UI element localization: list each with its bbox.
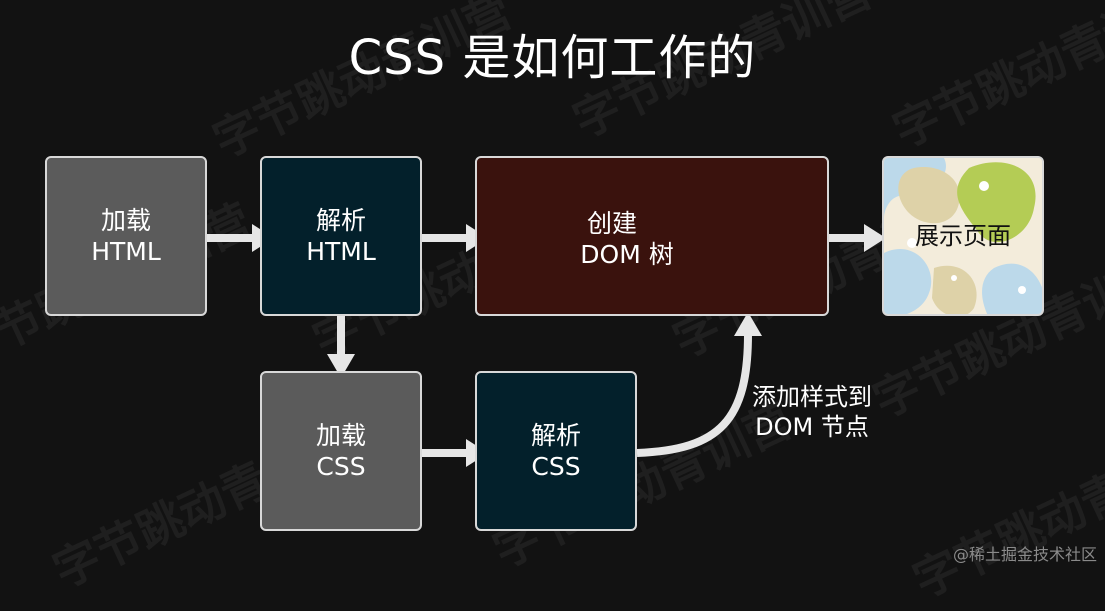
box-label: 解析 — [315, 206, 366, 235]
arrowhead — [327, 354, 355, 378]
create-dom-box: 创建 DOM 树 — [475, 156, 829, 316]
box-label: 创建 — [586, 209, 637, 238]
arrowhead — [734, 312, 762, 336]
box-label: HTML — [306, 237, 376, 266]
box-label: CSS — [531, 452, 581, 481]
credit-text: @稀土掘金技术社区 — [952, 545, 1097, 564]
parse-css-box: 解析 CSS — [475, 371, 637, 531]
decorative-pattern — [884, 158, 1042, 314]
box-label: 加载 — [100, 206, 151, 235]
arrow-parse-css-to-create-dom — [636, 333, 752, 457]
edge-label: 添加样式到 DOM 节点 — [742, 382, 882, 442]
parse-html-box: 解析 HTML — [260, 156, 422, 316]
box-label: 解析 — [530, 421, 581, 450]
edge-label-line: DOM 节点 — [755, 413, 869, 441]
display-page-box: 展示页面 — [882, 156, 1044, 316]
page-title: CSS 是如何工作的 — [348, 30, 757, 86]
box-label: CSS — [316, 452, 366, 481]
edge-label-line: 添加样式到 — [752, 383, 872, 411]
box-label: 加载 — [315, 421, 366, 450]
arrowhead — [864, 224, 886, 252]
load-css-box: 加载 CSS — [260, 371, 422, 531]
load-html-box: 加载 HTML — [45, 156, 207, 316]
box-label: DOM 树 — [580, 240, 674, 269]
box-label: HTML — [91, 237, 161, 266]
box-label: 展示页面 — [915, 221, 1011, 250]
